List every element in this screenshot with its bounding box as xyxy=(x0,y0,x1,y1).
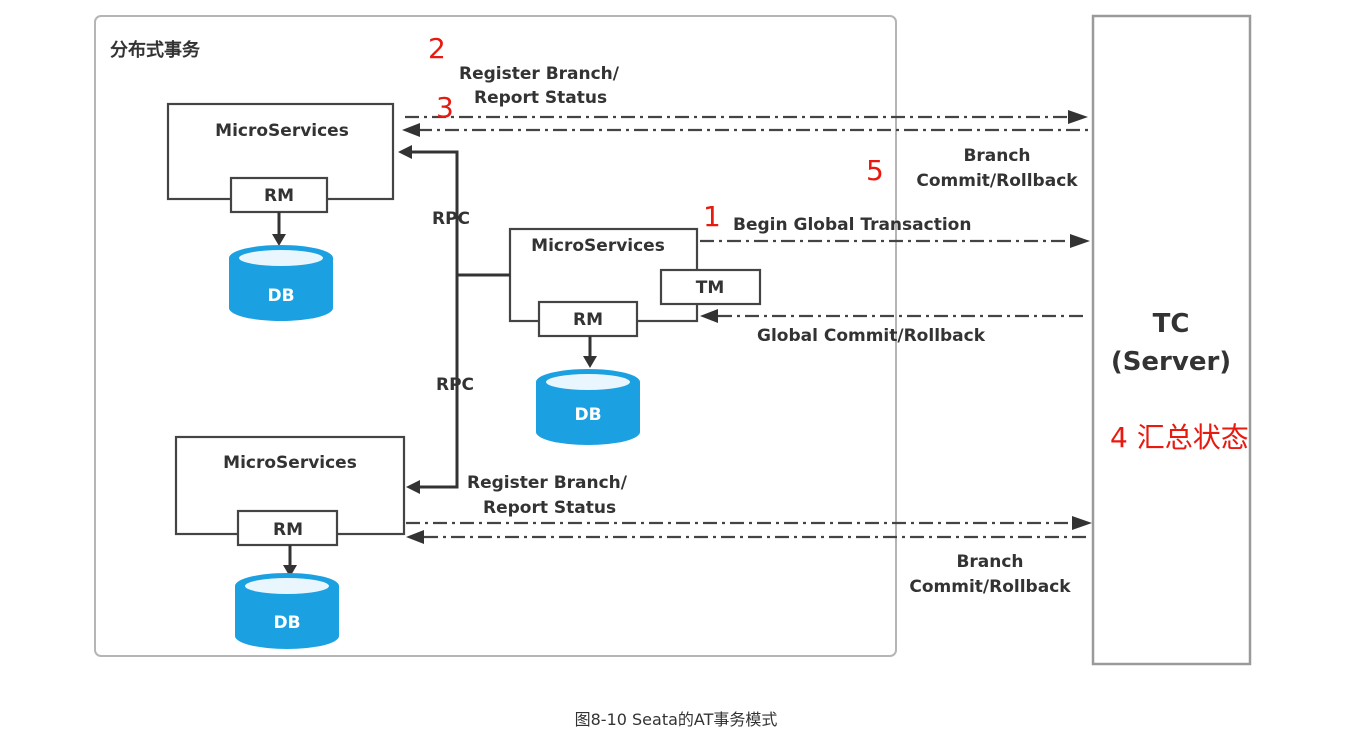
branch-bottom-arrowhead xyxy=(406,530,424,544)
tc-title: TC xyxy=(1153,309,1190,339)
tm-label: TM xyxy=(696,278,725,298)
db-middle-label: DB xyxy=(574,405,601,425)
register-bottom-label-2: Report Status xyxy=(483,498,616,518)
register-top-label-2: Report Status xyxy=(474,88,607,108)
microservice-bottom-label: MicroServices xyxy=(223,453,357,473)
branch-bottom-label-1: Branch xyxy=(956,552,1023,572)
rpc-top-connector xyxy=(410,150,510,277)
distributed-transaction-frame xyxy=(94,15,897,657)
register-bottom-label-1: Register Branch/ xyxy=(467,473,628,493)
rm-db-top-arrowhead xyxy=(272,234,286,246)
tc-subtitle: (Server) xyxy=(1111,347,1231,377)
microservice-top-label: MicroServices xyxy=(215,121,349,141)
rpc-top-label: RPC xyxy=(432,209,470,229)
tc-server-box xyxy=(1091,14,1252,666)
rpc-top-arrowhead xyxy=(398,145,412,159)
rpc-bottom-label: RPC xyxy=(436,375,474,395)
rm-bottom-box xyxy=(236,509,339,547)
rm-bottom-label: RM xyxy=(273,520,303,540)
db-bottom-label: DB xyxy=(273,613,300,633)
begin-global-label: Begin Global Transaction xyxy=(733,215,971,235)
rpc-bottom-arrowhead xyxy=(406,480,420,494)
branch-top-label-1: Branch xyxy=(963,146,1030,166)
rm-middle-box xyxy=(537,300,639,338)
begin-global-arrowhead xyxy=(1070,234,1090,248)
register-top-label-1: Register Branch/ xyxy=(459,64,620,84)
global-commit-arrowhead xyxy=(700,309,718,323)
step-1-label: 1 xyxy=(703,200,721,233)
step-5-label: 5 xyxy=(866,154,884,187)
register-top-arrowhead xyxy=(1068,110,1088,124)
group-title: 分布式事务 xyxy=(110,39,201,61)
branch-bottom-label-2: Commit/Rollback xyxy=(909,577,1071,597)
db-bottom: DB xyxy=(235,573,339,649)
rm-db-bottom-arrowhead xyxy=(283,565,297,577)
db-middle: DB xyxy=(536,369,640,445)
register-bottom-arrowhead xyxy=(1072,516,1092,530)
rm-db-middle-arrowhead xyxy=(583,356,597,368)
step-2-label: 2 xyxy=(428,32,446,65)
global-commit-label: Global Commit/Rollback xyxy=(757,326,986,346)
step-4-label: 4 汇总状态 xyxy=(1110,421,1249,454)
branch-top-label-2: Commit/Rollback xyxy=(916,171,1078,191)
rpc-bottom-connector xyxy=(418,275,459,489)
rm-middle-label: RM xyxy=(573,310,603,330)
rm-top-label: RM xyxy=(264,186,294,206)
figure-caption: 图8-10 Seata的AT事务模式 xyxy=(575,710,778,729)
db-top-label: DB xyxy=(267,286,294,306)
step-3-label: 3 xyxy=(436,91,454,124)
tm-box xyxy=(659,268,762,306)
db-top: DB xyxy=(229,245,333,321)
microservice-middle-label: MicroServices xyxy=(531,236,665,256)
branch-top-arrowhead xyxy=(402,123,420,137)
